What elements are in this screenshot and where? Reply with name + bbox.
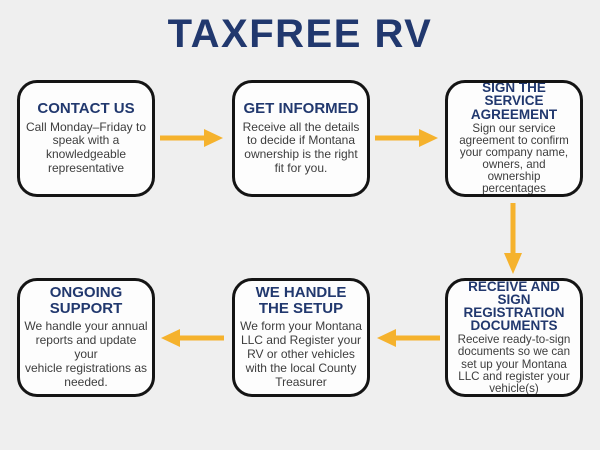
- step-heading-get-informed: GET INFORMED: [243, 99, 359, 117]
- step-body-we-handle-the-setup: We form your Montana LLC and Register yo…: [240, 319, 362, 390]
- step-heading-contact-us: CONTACT US: [37, 99, 135, 117]
- step-heading-receive-and-sign-registration-documents: RECEIVE AND SIGN REGISTRATION DOCUMENTS: [463, 278, 565, 334]
- step-body-receive-and-sign-registration-documents: Receive ready-to-sign documents so we ca…: [457, 333, 571, 395]
- step-heading-we-handle-the-setup: WE HANDLE THE SETUP: [255, 283, 347, 317]
- page-title: TAXFREE RV: [167, 12, 433, 56]
- step-box-we-handle-the-setup: WE HANDLE THE SETUP We form your Montana…: [232, 278, 370, 397]
- step-box-receive-and-sign-registration-documents: RECEIVE AND SIGN REGISTRATION DOCUMENTS …: [445, 278, 583, 397]
- step-body-contact-us: Call Monday–Friday to speak with a knowl…: [25, 119, 147, 176]
- step-heading-sign-the-service-agreement: SIGN THE SERVICE AGREEMENT: [470, 80, 558, 122]
- step-body-get-informed: Receive all the details to decide if Mon…: [242, 119, 360, 176]
- arrow-left-icon: [161, 329, 224, 347]
- arrow-right-icon: [160, 129, 223, 147]
- step-box-get-informed: GET INFORMED Receive all the details to …: [232, 80, 370, 197]
- step-heading-ongoing-support: ONGOING SUPPORT: [49, 283, 123, 317]
- step-body-ongoing-support: We handle your annual reports and update…: [24, 319, 148, 390]
- step-box-ongoing-support: ONGOING SUPPORT We handle your annual re…: [17, 278, 155, 397]
- arrow-left-icon: [377, 329, 440, 347]
- arrow-right-icon: [375, 129, 438, 147]
- step-body-sign-the-service-agreement: Sign our service agreement to confirm yo…: [459, 121, 569, 196]
- step-box-sign-the-service-agreement: SIGN THE SERVICE AGREEMENT Sign our serv…: [445, 80, 583, 197]
- arrow-down-icon: [504, 203, 522, 274]
- step-box-contact-us: CONTACT US Call Monday–Friday to speak w…: [17, 80, 155, 197]
